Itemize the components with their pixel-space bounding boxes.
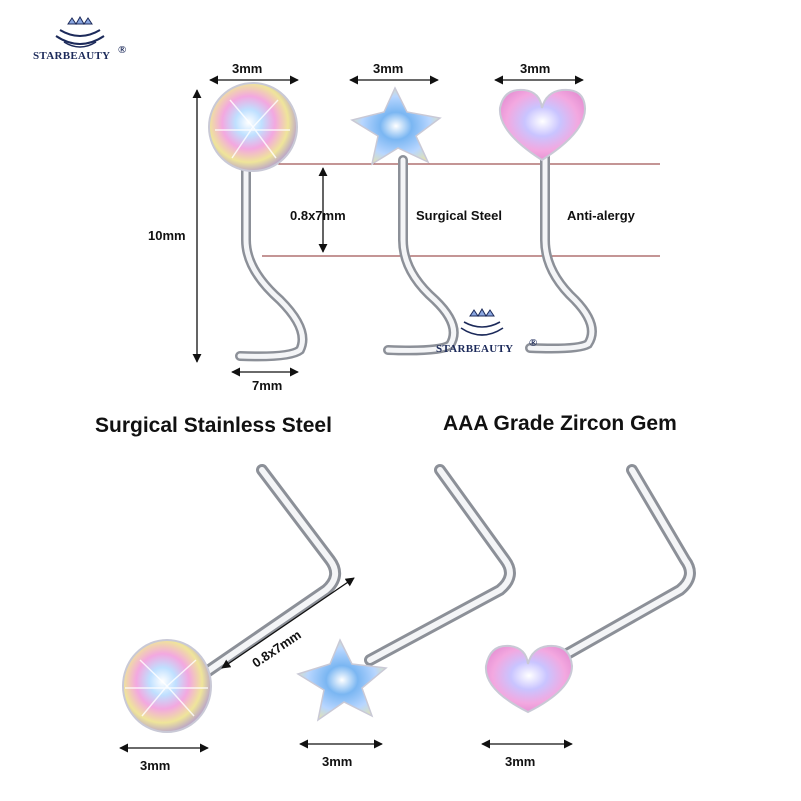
l-pin-heart [484, 464, 696, 714]
l-pin-round [122, 464, 342, 733]
registered-mark: ® [118, 44, 127, 56]
bottom-gem-width-label-2: 3mm [322, 754, 352, 769]
curl-width-label: 7mm [252, 378, 282, 393]
heading-material: Surgical Stainless Steel [95, 414, 332, 437]
bottom-gem-width-label-3: 3mm [505, 754, 535, 769]
screw-pin-round [208, 82, 308, 362]
logo-crown-icon [55, 15, 105, 48]
feature-label: Anti-alergy [567, 208, 636, 223]
logo-text: STARBEAUTY [33, 50, 110, 62]
inner-logo-text: STARBEAUTY [436, 343, 513, 355]
inner-logo-crown-icon [460, 307, 504, 336]
brand-logo: STARBEAUTY ® [33, 15, 127, 62]
inner-registered-mark: ® [529, 337, 538, 349]
gem-width-label-2: 3mm [373, 61, 403, 76]
l-pin-star [296, 464, 516, 722]
star-gem-icon-bottom [296, 638, 388, 722]
heading-gem-grade: AAA Grade Zircon Gem [443, 412, 677, 435]
material-label: Surgical Steel [416, 208, 502, 223]
screw-pin-star [350, 86, 459, 356]
bottom-gem-width-label-1: 3mm [140, 758, 170, 773]
gem-width-label-1: 3mm [232, 61, 262, 76]
total-height-label: 10mm [148, 228, 186, 243]
inner-brand-logo: STARBEAUTY ® [436, 307, 538, 355]
heart-gem-icon-bottom [484, 644, 574, 714]
gem-width-label-3: 3mm [520, 61, 550, 76]
bottom-pin-length-arrow [221, 577, 355, 669]
star-gem-icon [350, 86, 442, 166]
pin-length-label: 0.8x7mm [290, 208, 346, 223]
screw-pin-heart [498, 88, 597, 354]
heart-gem-icon [498, 88, 587, 162]
